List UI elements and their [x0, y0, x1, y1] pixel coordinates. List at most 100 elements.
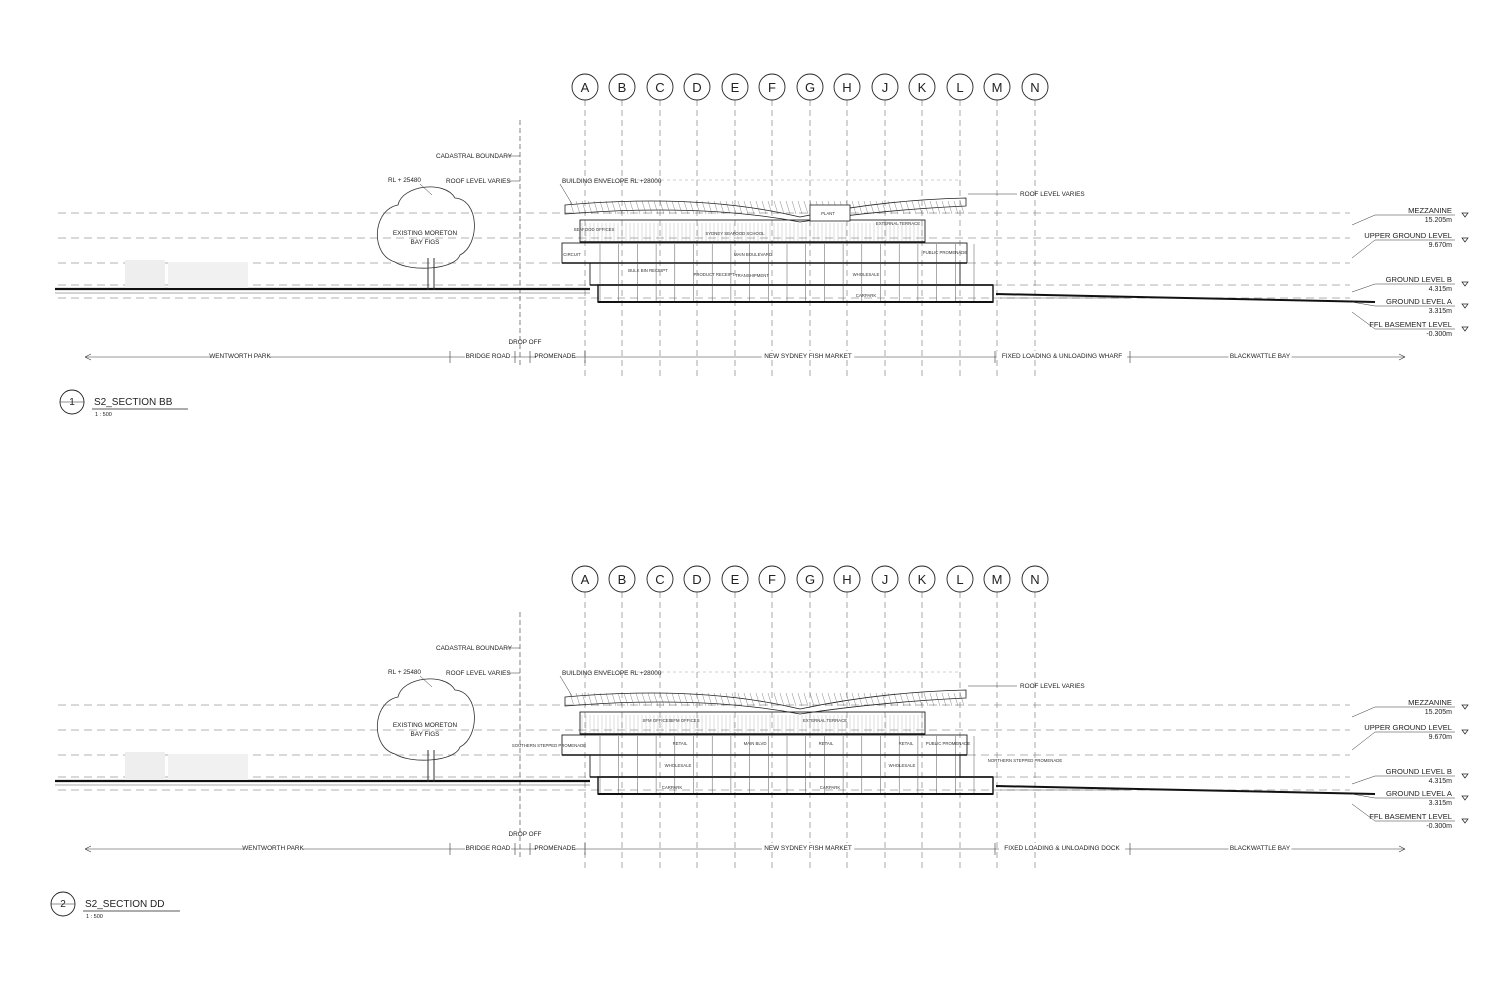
leader-line	[559, 183, 573, 205]
roof-hatch	[761, 200, 767, 215]
room-label: RETAIL	[899, 741, 914, 746]
leader-line	[1351, 311, 1376, 330]
roof-hatch	[935, 692, 941, 707]
level-value: -0.300m	[1426, 331, 1452, 338]
tree-label: EXISTING MORETON	[393, 722, 458, 729]
leader-line	[1351, 283, 1376, 293]
drop-off-label: DROP OFF	[509, 339, 542, 346]
roof-hatch	[785, 200, 791, 215]
roof-hatch	[959, 692, 965, 707]
zone-label: NEW SYDNEY FISH MARKET	[764, 845, 852, 852]
room-label: WHOLESALE	[665, 763, 692, 768]
tree-canopy	[376, 186, 475, 269]
roof-hatch	[641, 692, 647, 707]
roof-hatch	[701, 692, 707, 707]
roof-hatch	[653, 692, 659, 707]
grid-label: H	[842, 80, 851, 95]
roof-hatch	[761, 692, 767, 707]
roof-hatch	[749, 692, 755, 707]
section-number: 1	[69, 397, 75, 408]
roof-hatch	[923, 692, 929, 707]
roof-hatch	[671, 200, 677, 215]
roof-hatch	[725, 692, 731, 707]
level-marker-icon	[1461, 818, 1469, 824]
level-value: 9.670m	[1429, 242, 1453, 249]
ground-line	[995, 785, 1376, 795]
roof-hatch	[851, 200, 857, 215]
level-name: MEZZANINE	[1408, 206, 1452, 215]
roof-hatch	[899, 692, 905, 707]
room-label: WHOLESALE	[889, 763, 916, 768]
room-label: RETAIL	[673, 741, 688, 746]
room-label: SOUTHERN STEPPED PROMENADE	[512, 743, 586, 748]
level-value: 15.205m	[1425, 709, 1452, 716]
ground-line	[995, 293, 1376, 303]
level-marker-icon	[1461, 704, 1469, 710]
roof-hatch	[623, 200, 629, 215]
level-value: 4.315m	[1429, 286, 1453, 293]
roof-hatch	[695, 692, 701, 707]
grid-label: D	[692, 80, 701, 95]
grid-label: C	[655, 572, 664, 587]
zone-label: BLACKWATTLE BAY	[1230, 353, 1291, 360]
zone-label-bg	[464, 351, 512, 359]
leader-line	[1351, 803, 1376, 822]
roof-level-label: ROOF LEVEL VARIES	[1020, 191, 1085, 198]
zone-label-bg	[999, 843, 1125, 851]
room-label: PLANT	[821, 211, 835, 216]
level-marker-icon	[1461, 326, 1469, 332]
grid-label: N	[1030, 572, 1039, 587]
blurred-block	[168, 754, 248, 780]
zone-label: PROMENADE	[534, 353, 575, 360]
roof-hatch	[569, 200, 575, 215]
level-name: FFL BASEMENT LEVEL	[1369, 320, 1452, 329]
envelope-label: BUILDING ENVELOPE RL +28000	[562, 178, 662, 185]
tree-label: BAY FIGS	[411, 731, 440, 738]
roof-hatch	[851, 692, 857, 707]
roof-hatch	[953, 692, 959, 707]
room-label: NORTHERN STEPPED PROMENADE	[988, 758, 1063, 763]
roof-hatch	[743, 692, 749, 707]
room-label: RETAIL	[819, 741, 834, 746]
roof-hatch	[773, 200, 779, 215]
leader-line	[1351, 301, 1376, 307]
roof-hatch	[647, 692, 653, 707]
roof-hatch	[635, 200, 641, 215]
level-marker-icon	[1461, 729, 1469, 735]
roof-hatch	[611, 692, 617, 707]
grid-label: G	[805, 80, 815, 95]
roof-hatch	[707, 200, 713, 215]
roof-hatch	[773, 692, 779, 707]
room-label: SFM OFFICES	[671, 718, 700, 723]
grid-label: K	[918, 80, 927, 95]
section-title: S2_SECTION DD	[85, 899, 164, 910]
roof-hatch	[767, 692, 773, 707]
roof-canopy	[564, 689, 967, 715]
roof-hatch	[713, 692, 719, 707]
zone-label: NEW SYDNEY FISH MARKET	[764, 353, 852, 360]
roof-hatch	[785, 692, 791, 707]
roof-hatch	[791, 200, 797, 215]
grid-label: B	[618, 572, 627, 587]
cadastral-boundary-label: CADASTRAL BOUNDARY	[436, 645, 513, 652]
roof-hatch	[797, 200, 803, 215]
blurred-block	[125, 260, 165, 288]
level-value: 3.315m	[1429, 800, 1453, 807]
room-label: PUBLIC PROMENADE	[926, 741, 971, 746]
room-label: PRODUCT RECEIPT	[694, 272, 735, 277]
basement	[597, 284, 994, 303]
roof-hatch	[683, 692, 689, 707]
roof-hatch	[587, 200, 593, 215]
grid-label: E	[731, 80, 740, 95]
roof-hatch	[677, 692, 683, 707]
tree-label: EXISTING MORETON	[393, 230, 458, 237]
roof-hatch	[755, 692, 761, 707]
plant-room	[809, 204, 851, 222]
room-label: SFM OFFICES	[643, 718, 672, 723]
roof-hatch	[593, 200, 599, 215]
ground-floor	[589, 262, 961, 286]
roof-hatch	[803, 200, 809, 215]
zone-label: FIXED LOADING & UNLOADING WHARF	[1002, 353, 1122, 360]
roof-hatch	[875, 200, 881, 215]
level-name: FFL BASEMENT LEVEL	[1369, 812, 1452, 821]
